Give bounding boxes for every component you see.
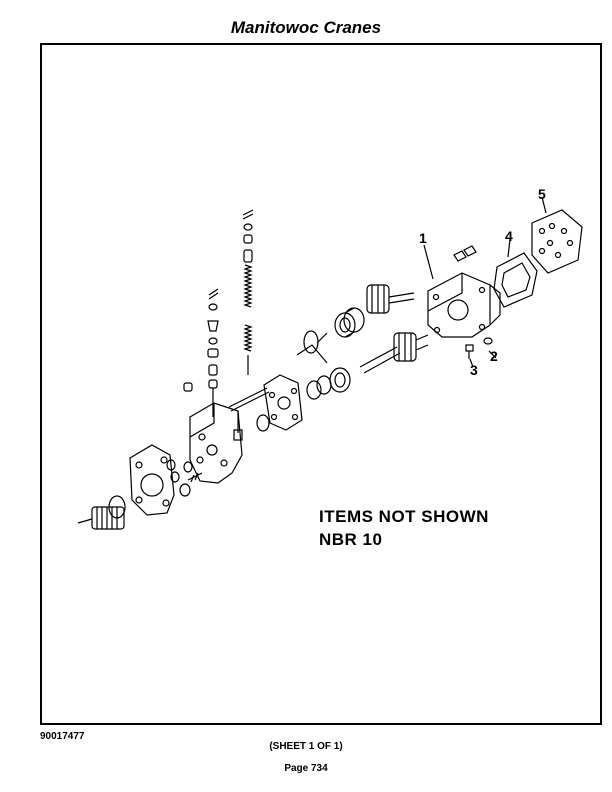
- pump-body-housing: [189, 402, 243, 484]
- exploded-pump-diagram: 1 2 3 4 5: [77, 186, 583, 530]
- left-drive-gear: [77, 506, 125, 530]
- snap-ring: [303, 330, 319, 354]
- callout-2: 2: [490, 348, 498, 364]
- leader-line: [469, 358, 474, 368]
- page-number: Page 734: [284, 763, 328, 774]
- callout-1: 1: [419, 230, 427, 246]
- seal-ring: [256, 414, 270, 432]
- leader-line: [316, 332, 328, 344]
- bearing-set: [306, 367, 351, 400]
- sheet-indicator: (SHEET 1 OF 1): [269, 741, 343, 752]
- leader-line: [541, 196, 547, 214]
- o-ring: [170, 471, 180, 483]
- items-not-shown-note: ITEMS NOT SHOWN NBR 10: [319, 505, 489, 551]
- o-ring: [183, 461, 193, 473]
- callout-5: 5: [538, 186, 546, 202]
- document-number: 90017477: [40, 731, 85, 742]
- callout-4: 4: [505, 228, 513, 244]
- cover-plate: [531, 209, 583, 274]
- leader-line: [507, 238, 511, 258]
- leader-line: [296, 344, 328, 364]
- driven-gear-shaft: [359, 332, 429, 374]
- note-line-2: NBR 10: [319, 530, 383, 549]
- small-spring: [187, 472, 203, 483]
- leader-line: [488, 350, 497, 359]
- note-line-1: ITEMS NOT SHOWN: [319, 507, 489, 526]
- gasket: [493, 252, 538, 308]
- drive-pin: [228, 387, 270, 412]
- cap-screw: [465, 344, 474, 359]
- left-valve-stack: [207, 288, 219, 417]
- wear-plate: [263, 374, 303, 431]
- leader-line: [423, 244, 434, 280]
- o-ring: [166, 459, 176, 471]
- callout-3: 3: [470, 362, 478, 378]
- upper-bearing: [334, 307, 365, 338]
- o-ring: [179, 483, 191, 497]
- washer: [483, 337, 493, 345]
- upper-drive-gear: [366, 284, 415, 314]
- page-title: Manitowoc Cranes: [230, 18, 382, 37]
- left-flange-plate: [129, 444, 175, 516]
- plug-fitting: [183, 382, 193, 392]
- diagram-frame: 1 2 3 4 5 ITEMS NOT SHOWN NBR 10: [40, 43, 602, 725]
- left-snap-ring: [108, 495, 126, 519]
- bolt-nut: [453, 245, 477, 262]
- relief-valve-spring-stack: [242, 209, 254, 375]
- gear-housing: [427, 272, 501, 338]
